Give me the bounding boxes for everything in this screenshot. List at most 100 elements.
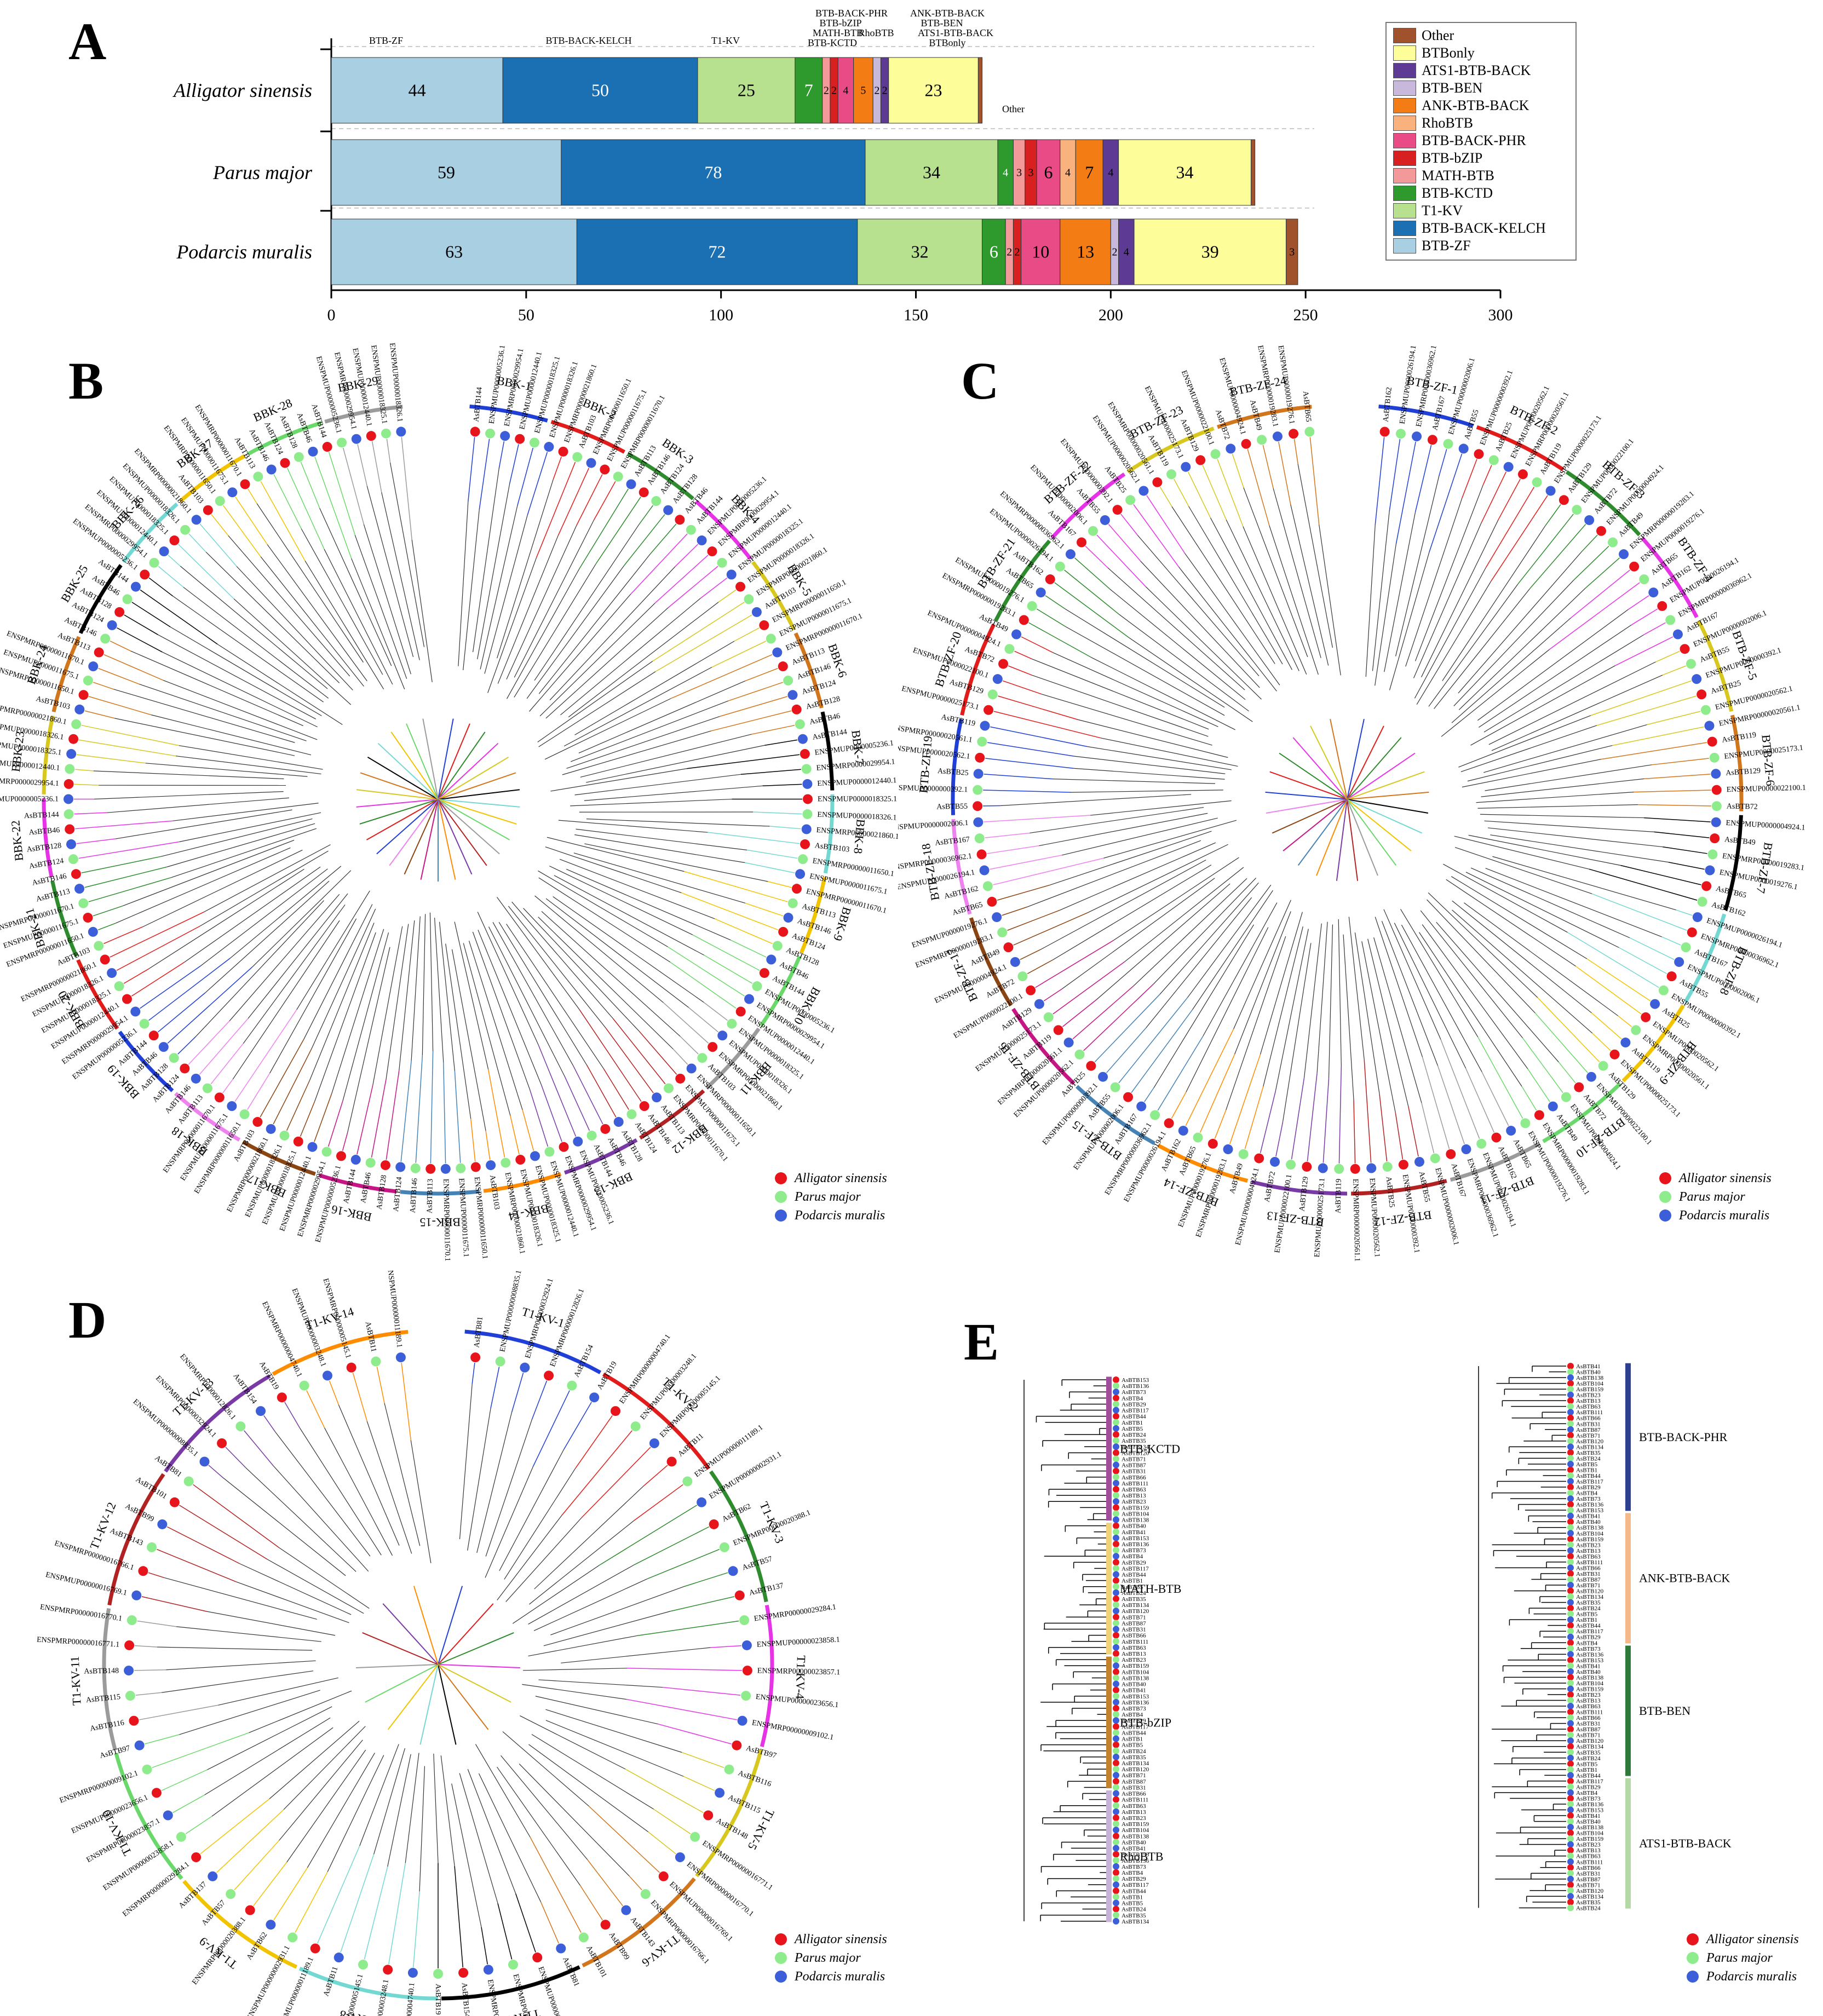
leaf-label: AsBTB63 bbox=[1576, 1404, 1601, 1410]
leaf-label: AsBTB148 bbox=[84, 1667, 119, 1675]
tree-branch bbox=[1303, 923, 1322, 1078]
leaf-label: ENSPMUP0000020562.1 bbox=[898, 744, 970, 761]
clade-arc bbox=[247, 421, 322, 456]
tree-branch bbox=[137, 1620, 177, 1627]
tree-branch bbox=[142, 849, 303, 928]
leaf-label: AsBTB129 bbox=[1726, 767, 1761, 777]
leaf-label: ENSPMUP00000023858.1 bbox=[756, 1635, 840, 1649]
tree-branch bbox=[1090, 800, 1232, 816]
leaf-dot bbox=[1113, 1547, 1119, 1554]
tree-branch bbox=[1480, 814, 1644, 819]
clade-arc bbox=[695, 1749, 763, 1877]
tree-branch bbox=[1644, 774, 1711, 780]
tree-branch bbox=[1319, 525, 1341, 676]
leaf-dot bbox=[1113, 1486, 1119, 1493]
leaf-label: AsBTB31 bbox=[1576, 1571, 1601, 1577]
leaf-dot bbox=[1272, 431, 1283, 442]
tree-branch bbox=[1458, 551, 1583, 694]
leaf-dot bbox=[1567, 1685, 1574, 1692]
tree-branch bbox=[422, 718, 439, 800]
leaf-dot bbox=[1055, 561, 1065, 572]
top-annotation: BTB-KCTD bbox=[808, 37, 857, 48]
tree-branch bbox=[1000, 794, 1192, 807]
tree-branch bbox=[570, 700, 729, 762]
tree-branch bbox=[360, 772, 439, 800]
tree-branch bbox=[141, 1596, 207, 1612]
tree-branch bbox=[1266, 799, 1348, 814]
tree-branch bbox=[1422, 924, 1528, 1069]
tree-branch bbox=[745, 862, 795, 873]
leaf-dot bbox=[308, 446, 318, 457]
leaf-dot bbox=[1113, 1644, 1119, 1651]
leaf-dot bbox=[148, 1030, 159, 1041]
leaf-dot bbox=[589, 1392, 600, 1403]
tree-branch bbox=[1178, 567, 1277, 692]
leaf-dot bbox=[1414, 1156, 1424, 1167]
leaf-dot bbox=[1567, 1587, 1574, 1594]
tree-branch bbox=[1365, 525, 1376, 677]
tree-branch bbox=[1073, 756, 1226, 774]
tree-branch bbox=[511, 1373, 524, 1413]
tree-branch bbox=[488, 926, 565, 1076]
leaf-label: AsBTB153 bbox=[1122, 1852, 1149, 1858]
leaf-dot bbox=[801, 764, 812, 774]
leaf-label: AsBTB35 bbox=[1122, 1596, 1146, 1603]
tree-branch bbox=[1347, 719, 1365, 800]
leaf-dot bbox=[214, 1092, 225, 1103]
tree-branch bbox=[387, 1754, 411, 1867]
tree-branch bbox=[401, 1362, 412, 1441]
leaf-dot bbox=[1620, 1038, 1631, 1048]
leaf-dot bbox=[350, 1155, 361, 1165]
tree-branch bbox=[1620, 865, 1701, 885]
leaf-label: ENSPMRP00000004740.1 bbox=[401, 1982, 416, 2016]
leaf-dot bbox=[1113, 1559, 1119, 1566]
leaf-label: AsBTB159 bbox=[1576, 1386, 1604, 1393]
tree-branch bbox=[319, 508, 392, 666]
top-annotation: ANK-BTB-BACK bbox=[910, 8, 985, 19]
tree-branch bbox=[1108, 524, 1141, 562]
tree-branch bbox=[1053, 652, 1218, 727]
leaf-label: AsBTB104 bbox=[1122, 1511, 1149, 1517]
tree-branch bbox=[627, 1668, 742, 1671]
tree-branch bbox=[751, 724, 795, 735]
tree-branch bbox=[581, 1447, 651, 1518]
tree-branch bbox=[93, 905, 123, 917]
tree-branch bbox=[1137, 535, 1260, 677]
leaf-dot bbox=[530, 1151, 540, 1161]
leaf-dot bbox=[199, 1456, 210, 1467]
leaf-dot bbox=[973, 785, 983, 795]
leaf-dot bbox=[1004, 644, 1015, 654]
tree-branch bbox=[472, 931, 531, 1090]
tree-branch bbox=[1375, 544, 1397, 686]
tree-branch bbox=[538, 671, 656, 747]
leaf-dot bbox=[1113, 1461, 1119, 1468]
tree-branch bbox=[490, 1367, 500, 1409]
leaf-dot bbox=[1567, 1616, 1574, 1623]
leaf-label: AsBTB87 bbox=[1576, 1427, 1601, 1433]
leaf-dot bbox=[801, 824, 812, 834]
leaf-dot bbox=[1113, 1595, 1119, 1602]
leaf-label: AsBTB136 bbox=[1576, 1651, 1604, 1658]
leaf-dot bbox=[1567, 1530, 1574, 1537]
phylo-tree-bbk: BBK-1BBK-2BBK-3BBK-4BBK-5BBK-6BBK-7BBK-8… bbox=[0, 342, 898, 1261]
clade-arc bbox=[994, 539, 1051, 622]
tree-branch bbox=[269, 918, 357, 1074]
tree-branch bbox=[1171, 506, 1275, 664]
tree-branch bbox=[1336, 799, 1348, 881]
segment-label: 10 bbox=[1032, 242, 1049, 262]
tree-branch bbox=[454, 1071, 461, 1163]
leaf-dot bbox=[1113, 1674, 1119, 1681]
leaf-label: AsBTB5 bbox=[1576, 1761, 1598, 1767]
leaf-dot bbox=[778, 926, 789, 937]
leaf-dot bbox=[1567, 1852, 1574, 1859]
tree-branch bbox=[1133, 878, 1247, 987]
leaf-label: AsBTB35 bbox=[1576, 1600, 1601, 1606]
leaf-dot bbox=[735, 581, 746, 592]
tree-branch bbox=[558, 820, 708, 833]
tree-branch bbox=[1330, 719, 1348, 800]
clade-label: BTB-ZF-24 bbox=[1228, 373, 1287, 399]
tree-branch bbox=[1638, 804, 1711, 807]
leaf-dot bbox=[125, 1691, 135, 1701]
tree-branch bbox=[401, 437, 412, 540]
tree-branch bbox=[553, 896, 704, 1003]
